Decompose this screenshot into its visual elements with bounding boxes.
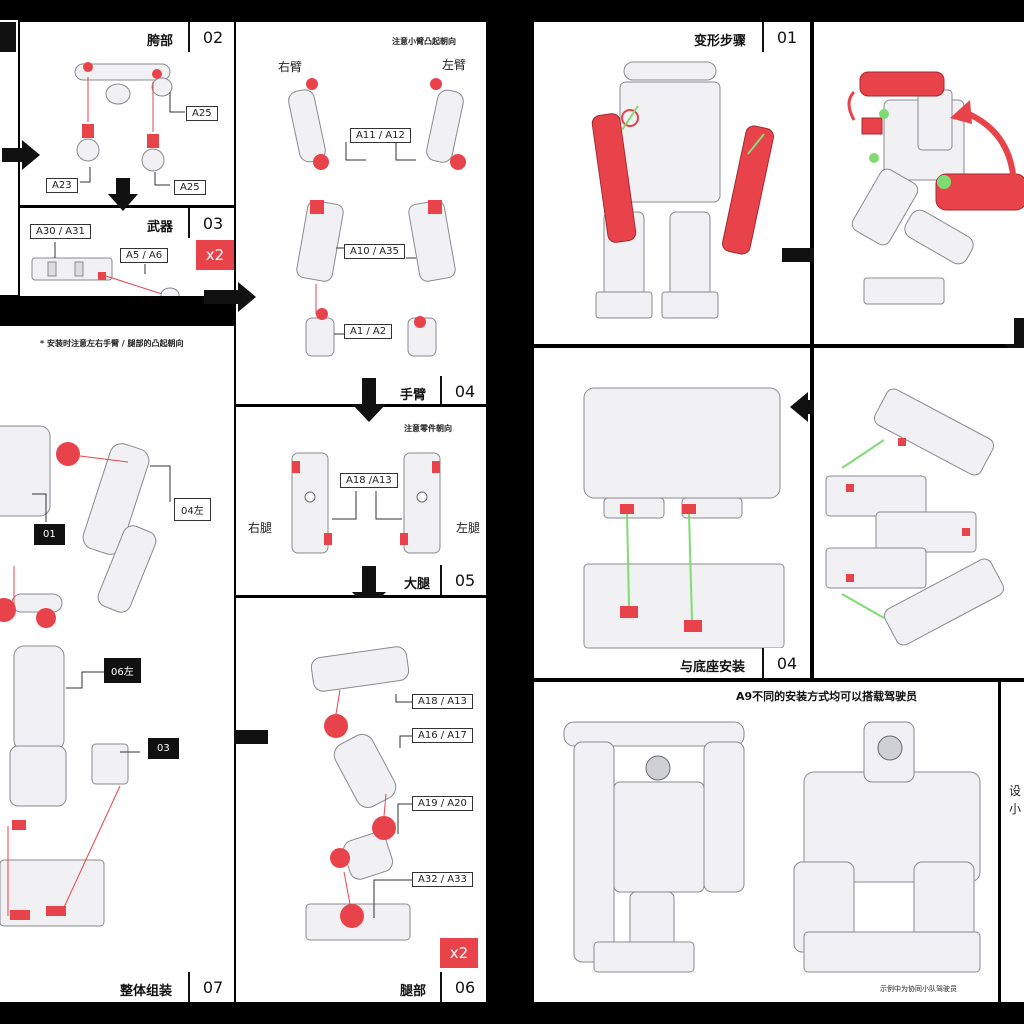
arm-label-mid: A10 / A35: [344, 244, 405, 259]
leg-label-2: A16 / A17: [412, 728, 473, 743]
arrow-right-icon: [204, 282, 256, 312]
edge-glyph-1: 设: [1009, 784, 1022, 798]
thigh-parts-illustration: [291, 452, 441, 554]
leg-parts-illustration: [305, 646, 412, 941]
arm-right-label: 右臂: [278, 60, 303, 74]
pilot-title: A9不同的安装方式均可以搭载驾驶员: [736, 690, 918, 703]
assembly-step-number: 07: [188, 972, 234, 1002]
transform-step-a-illustration: [591, 61, 775, 319]
panel-transform-b: [814, 22, 1024, 344]
arm-label-upper: A11 / A12: [350, 128, 411, 143]
pilot-caption: 示例中为协同小队驾驶员: [880, 985, 957, 993]
weapon-title: 武器: [147, 220, 174, 235]
prev-step-corner: [0, 22, 16, 52]
weapon-parts-illustration: [31, 242, 180, 296]
leg-step-number: 06: [440, 972, 486, 1002]
weapon-quantity-badge: x2: [196, 240, 234, 270]
thigh-title: 大腿: [404, 577, 431, 592]
leg-label-3: A19 / A20: [412, 796, 473, 811]
hip-label-left: A23: [46, 178, 78, 193]
base-title: 与底座安装: [680, 660, 746, 675]
assembly-label-01: 01: [34, 524, 65, 545]
hip-label-right: A25: [174, 180, 206, 195]
assembly-label-03: 03: [148, 738, 179, 759]
base-parts-illustration: [825, 388, 1005, 646]
assembly-label-06-left: 06左: [104, 658, 141, 683]
arrow-down-icon: [352, 378, 386, 422]
panel-leg: A18 / A13 A16 / A17 A19 / A20 A32 / A33 …: [236, 598, 486, 1002]
pilot-mount-illustration: [563, 721, 981, 973]
thigh-right-label: 右腿: [248, 521, 273, 535]
leg-quantity-badge: x2: [440, 938, 478, 968]
base-step-number: 04: [762, 648, 810, 678]
hip-title: 胯部: [147, 34, 174, 49]
arm-title: 手臂: [400, 388, 427, 403]
leg-title: 腿部: [400, 984, 427, 999]
arm-parts-illustration: [288, 78, 466, 357]
panel-pilot: A9不同的安装方式均可以搭载驾驶员 示例中为协同小队驾驶员: [534, 682, 998, 1002]
panel-next-step: 设 小: [1001, 682, 1024, 1002]
arm-note: 注意小臂凸起朝向: [392, 37, 456, 46]
arrow-right-icon: [2, 140, 40, 170]
thigh-left-label: 左腿: [456, 521, 481, 535]
panel-hip: 胯部 02 A25 A23 A25: [20, 22, 234, 205]
hip-parts-illustration: [74, 62, 185, 186]
arm-left-label: 左臂: [442, 58, 467, 72]
transform-step-b-illustration: [847, 71, 1024, 305]
panel-weapon: 武器 03 x2 A30 / A31 A5 / A6: [20, 208, 234, 296]
panel-assembly: * 安装时注意左右手臂 / 腿部的凸起朝向 01 04左 06左 03 整体组装…: [0, 326, 234, 1002]
arrow-down-icon: [108, 178, 138, 211]
panel-transform-a: 变形步骤 01: [534, 22, 810, 344]
thigh-label: A18 /A13: [340, 473, 398, 488]
panel-base: 与底座安装 04: [534, 348, 810, 678]
panel-base-parts: [814, 348, 1024, 678]
arm-label-hand: A1 / A2: [344, 324, 393, 339]
assembly-illustration: [0, 425, 171, 927]
hip-step-number: 02: [188, 22, 234, 52]
hip-label-top: A25: [186, 106, 218, 121]
thigh-note: 注意零件朝向: [404, 424, 452, 433]
weapon-label-2: A5 / A6: [120, 248, 169, 263]
leg-label-4: A32 / A33: [412, 872, 473, 887]
thigh-step-number: 05: [440, 565, 486, 595]
transform-step-number: 01: [762, 22, 810, 52]
edge-glyph-2: 小: [1009, 802, 1022, 816]
transform-title: 变形步骤: [694, 34, 747, 49]
arm-step-number: 04: [440, 376, 486, 404]
weapon-step-number: 03: [188, 208, 234, 238]
assembly-label-04-left: 04左: [174, 498, 211, 521]
assembly-title: 整体组装: [120, 984, 173, 999]
assembly-note: * 安装时注意左右手臂 / 腿部的凸起朝向: [40, 339, 184, 348]
panel-arm: 注意小臂凸起朝向 右臂 左臂 A11 / A12 A10 / A35 A1 / …: [236, 22, 486, 404]
base-mount-illustration: [583, 387, 785, 649]
weapon-label-1: A30 / A31: [30, 224, 91, 239]
panel-thigh: 注意零件朝向 A18 /A13 右腿 左腿 大腿 05: [236, 407, 486, 595]
leg-label-1: A18 / A13: [412, 694, 473, 709]
